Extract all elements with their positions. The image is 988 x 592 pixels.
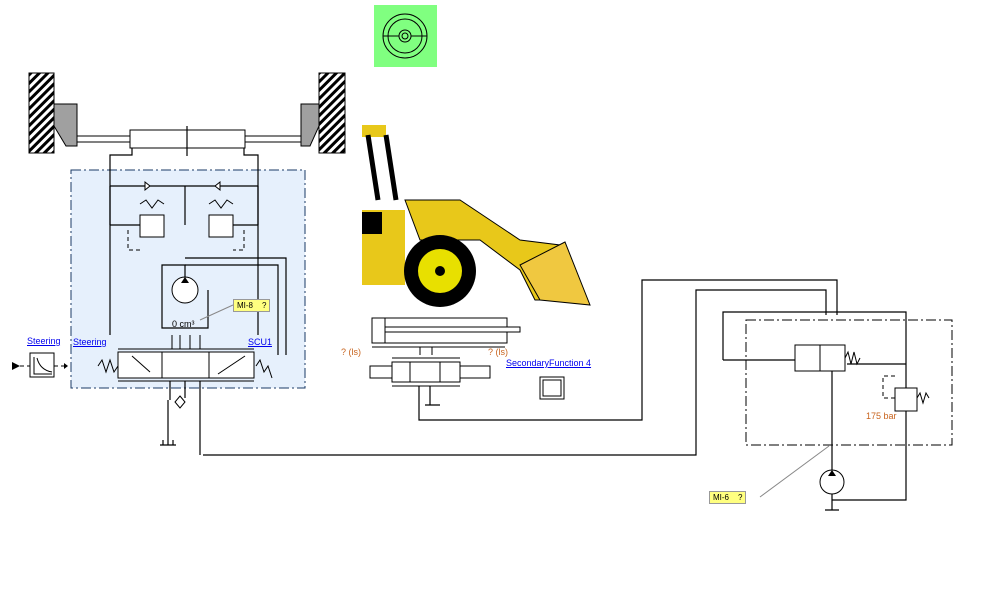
secondary-function-button[interactable]: [539, 376, 565, 400]
cylinder-icon[interactable]: [371, 317, 521, 355]
note-id: MI-8: [237, 301, 253, 310]
note-value: ?: [738, 493, 743, 502]
signal-icon[interactable]: [12, 352, 68, 378]
valve-icon[interactable]: [369, 357, 491, 387]
valve-icon[interactable]: [97, 335, 273, 382]
scu-unit: [70, 148, 306, 455]
steering-wheel-icon[interactable]: [374, 5, 437, 67]
ls-left-label: ? (ls): [341, 347, 361, 357]
ls-right-label: ? (ls): [488, 347, 508, 357]
relief-valve[interactable]: [882, 375, 930, 412]
scu-link[interactable]: SCU1: [248, 337, 273, 347]
relief-pressure-label: 175 bar: [866, 411, 897, 421]
loader-icon: [362, 125, 591, 307]
steering-link[interactable]: Steering: [73, 337, 107, 347]
displacement-label: 0 cm³: [172, 319, 195, 329]
secondary-function-link[interactable]: SecondaryFunction 4: [506, 358, 592, 368]
note-id: MI-6: [713, 493, 729, 502]
steering-source-link[interactable]: Steering: [27, 336, 61, 346]
note-value: ?: [262, 301, 267, 310]
measure-note-mi8[interactable]: MI-8?: [233, 299, 271, 312]
tank-icon: [160, 400, 176, 446]
tank-icon: [825, 494, 839, 511]
valve-icon[interactable]: [794, 344, 861, 372]
motor-icon: [171, 276, 199, 304]
measure-note-mi6[interactable]: MI-6?: [709, 491, 747, 504]
wheel-icon: [28, 72, 346, 156]
pump-icon: [819, 469, 845, 495]
